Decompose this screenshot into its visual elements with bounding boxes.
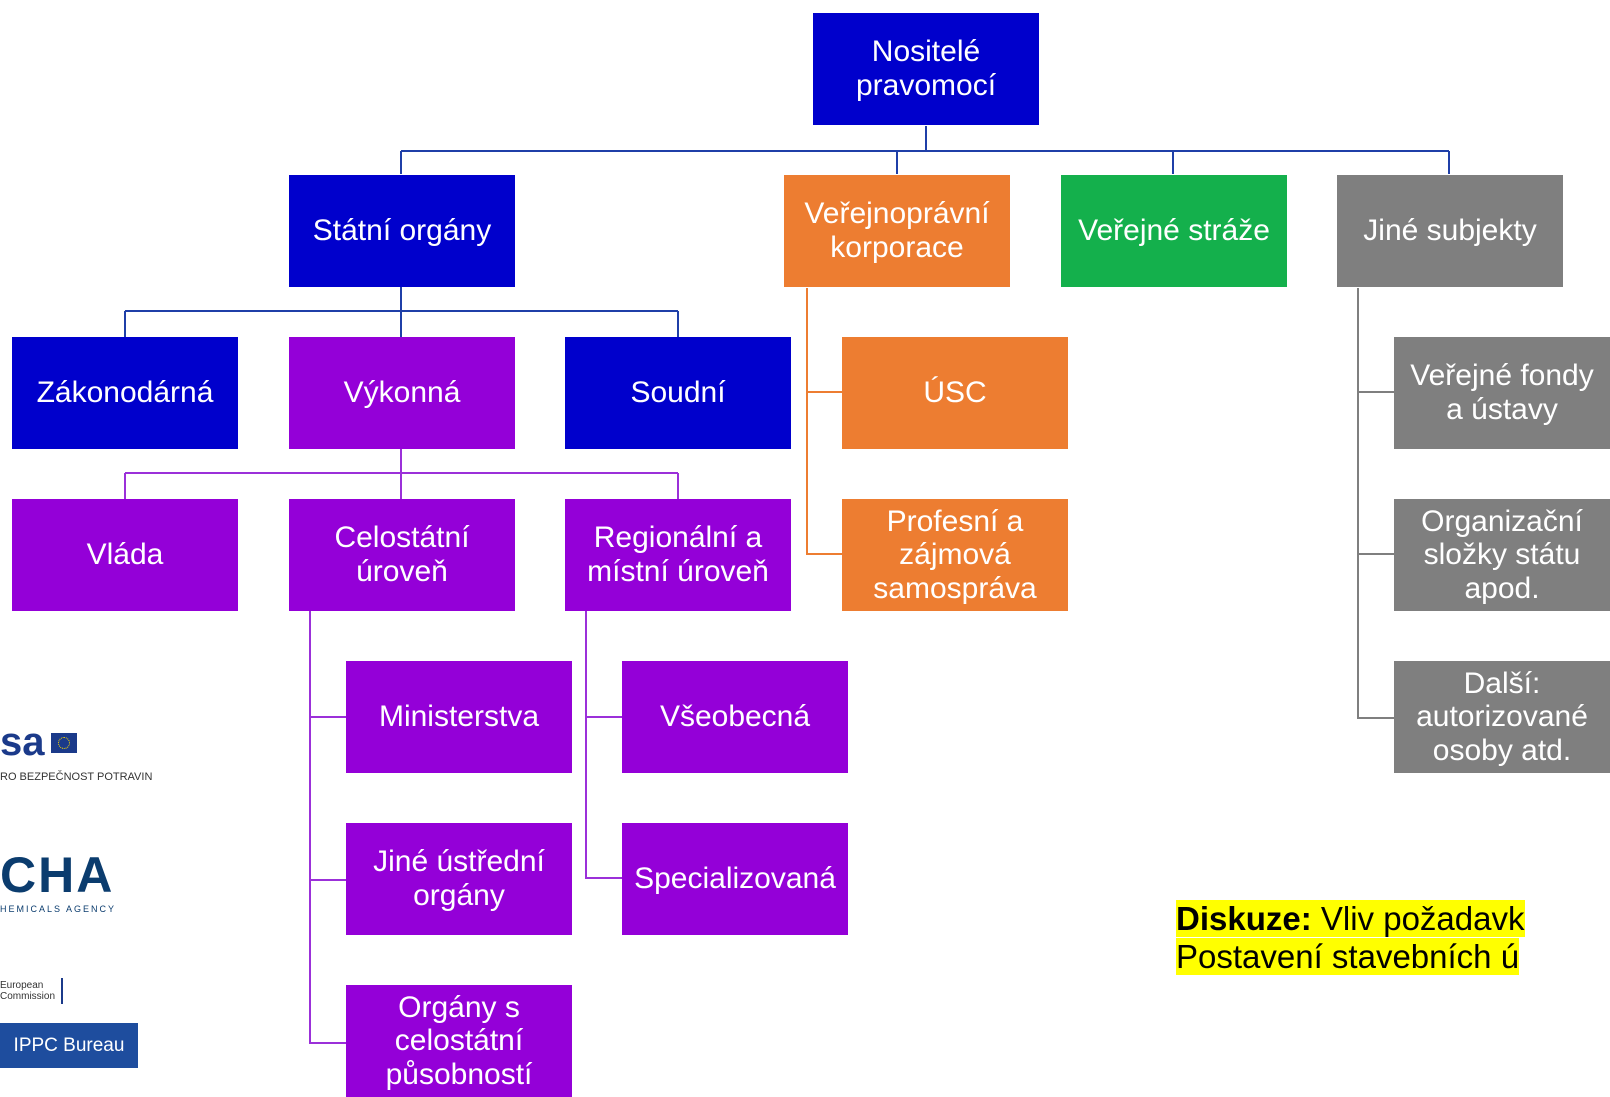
discussion-label: Diskuze:	[1176, 900, 1312, 937]
node-label: Organizační složky státu apod.	[1421, 504, 1583, 605]
discussion-line2: Postavení stavebních ú	[1176, 937, 1520, 975]
node-regionalni-uroven: Regionální a místní úroveň	[565, 499, 791, 611]
node-jine-subjekty: Jiné subjekty	[1337, 175, 1563, 287]
node-label: Jiné subjekty	[1363, 214, 1537, 248]
efsa-logo-text: sa	[0, 720, 45, 764]
node-label: Profesní a zájmová samospráva	[873, 504, 1037, 605]
ec-divider	[61, 978, 64, 1004]
efsa-logo-caption: RO BEZPEČNOST POTRAVIN	[0, 771, 153, 783]
node-zakonodarna: Zákonodárná	[12, 337, 238, 449]
node-label: Soudní	[630, 376, 726, 410]
node-label: Ministerstva	[378, 700, 540, 734]
node-label: Veřejné stráže	[1078, 214, 1270, 248]
node-soudni: Soudní	[565, 337, 791, 449]
node-label: Výkonná	[343, 376, 461, 410]
node-vlada: Vláda	[12, 499, 238, 611]
node-label: Další: autorizované osoby atd.	[1416, 666, 1588, 767]
node-label: Všeobecná	[659, 700, 811, 734]
node-specializovana: Specializovaná	[622, 823, 848, 935]
node-verejnopravni-korporace: Veřejnoprávní korporace	[784, 175, 1010, 287]
node-label: Zákonodárná	[36, 376, 214, 410]
node-dalsi-osoby: Další: autorizované osoby atd.	[1394, 661, 1610, 773]
node-label: Státní orgány	[312, 214, 492, 248]
node-label: Veřejnoprávní korporace	[804, 197, 990, 264]
node-vykonna: Výkonná	[289, 337, 515, 449]
node-verejne-fondy: Veřejné fondy a ústavy	[1394, 337, 1610, 449]
node-label: Veřejné fondy a ústavy	[1410, 359, 1594, 426]
node-organizacni-slozky: Organizační složky státu apod.	[1394, 499, 1610, 611]
node-vseobecna: Všeobecná	[622, 661, 848, 773]
discussion-line1: Vliv požadavk	[1311, 900, 1525, 937]
node-organy-celostatni-pusobnosti: Orgány s celostátní působností	[346, 985, 572, 1097]
echa-logo-caption: HEMICALS AGENCY	[0, 904, 117, 914]
node-celostatni-uroven: Celostátní úroveň	[289, 499, 515, 611]
node-label: Regionální a místní úroveň	[587, 521, 769, 588]
echa-logo: CHA HEMICALS AGENCY	[0, 850, 116, 914]
eu-flag-icon	[50, 732, 77, 753]
node-label: Specializovaná	[634, 862, 836, 896]
node-profesni-samosprava: Profesní a zájmová samospráva	[842, 499, 1068, 611]
echa-logo-text: CHA	[0, 847, 115, 903]
node-usc: ÚSC	[842, 337, 1068, 449]
ec-logo-text: European Commission	[0, 980, 56, 1002]
node-label: Nositelé pravomocí	[855, 35, 997, 102]
discussion-note: Diskuze: Vliv požadavk Postavení stavebn…	[1176, 900, 1525, 976]
node-label: Jiné ústřední orgány	[373, 845, 545, 912]
node-label: Celostátní úroveň	[334, 521, 470, 588]
node-jine-ustredni-organy: Jiné ústřední orgány	[346, 823, 572, 935]
ec-logo: European Commission	[0, 978, 64, 1004]
node-label: Orgány s celostátní působností	[385, 990, 533, 1091]
efsa-logo: sa RO BEZPEČNOST POTRAVIN	[0, 720, 152, 783]
node-verejne-straze: Veřejné stráže	[1061, 175, 1287, 287]
node-statni-organy: Státní orgány	[289, 175, 515, 287]
node-label: ÚSC	[923, 376, 987, 410]
node-label: Vláda	[86, 538, 164, 572]
node-nositele-pravomoci: Nositelé pravomocí	[813, 13, 1039, 125]
node-ministerstva: Ministerstva	[346, 661, 572, 773]
ippc-bureau-logo: IPPC Bureau	[0, 1023, 138, 1068]
ippc-logo-text: IPPC Bureau	[13, 1034, 125, 1056]
